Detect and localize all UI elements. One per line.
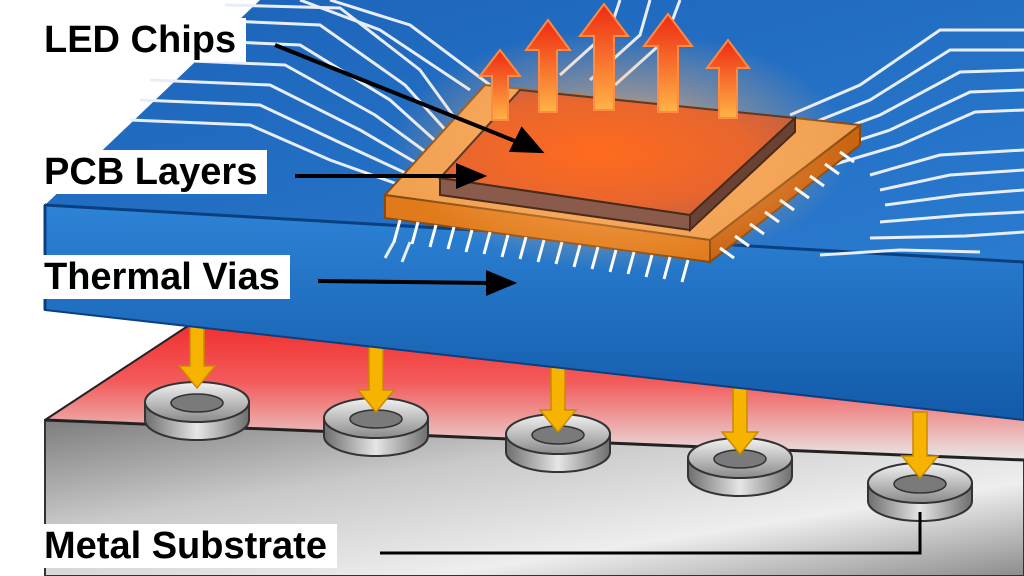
metal-substrate-label: Metal Substrate: [38, 524, 337, 568]
thermal-via: [144, 381, 250, 441]
downward-heat-arrow-icon: [900, 411, 940, 480]
leader-lines: [274, 43, 922, 555]
thermal-via: [505, 413, 611, 473]
upward-heat-arrow-icon: [477, 48, 523, 121]
thermal-via: [867, 462, 973, 522]
led-chips-leader: [274, 43, 526, 147]
thermal-vias-leader: [317, 279, 491, 285]
upward-heat-arrow-icon: [524, 18, 572, 113]
downward-heat-arrow-icon: [538, 365, 578, 434]
upward-heat-arrows: [477, 2, 751, 121]
downward-heat-arrow-icon: [356, 345, 396, 414]
metal-substrate-leader: [380, 512, 922, 555]
pcb-layers-label: PCB Layers: [38, 150, 268, 194]
downward-heat-arrow-icon: [720, 387, 760, 456]
upward-heat-arrow-icon: [705, 38, 751, 119]
downward-heat-arrow-icon: [177, 321, 217, 390]
downward-heat-arrows: [177, 321, 940, 480]
led-chips-label: LED Chips: [38, 18, 247, 62]
thermal-via: [687, 437, 793, 497]
thermal-vias-label: Thermal Vias: [38, 255, 290, 299]
upward-heat-arrow-icon: [642, 12, 694, 113]
upward-heat-arrow-icon: [578, 2, 630, 111]
